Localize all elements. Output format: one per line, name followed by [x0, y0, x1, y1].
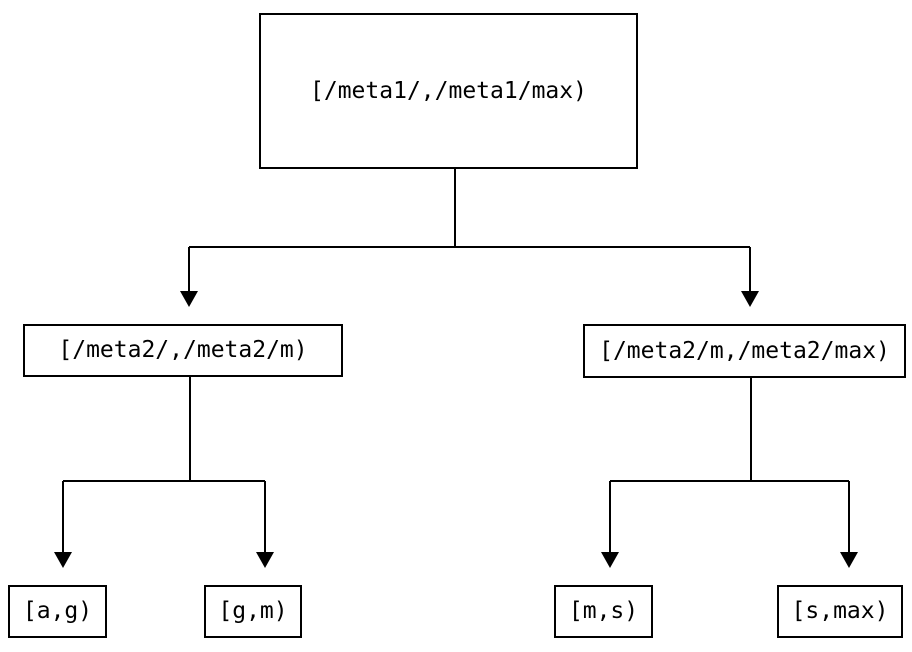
node-right-mid-range: [/meta2/m,/meta2/max) — [583, 324, 906, 378]
arrowheads-level-2-right — [601, 552, 858, 568]
edge-right-children — [609, 378, 850, 553]
node-leaf-s-max: [s,max) — [777, 585, 903, 638]
arrow-down-icon — [840, 552, 858, 568]
node-leaf-m-s: [m,s) — [554, 585, 653, 638]
node-leaf-a-g: [a,g) — [8, 585, 107, 638]
arrow-down-icon — [54, 552, 72, 568]
arrow-down-icon — [601, 552, 619, 568]
arrow-down-icon — [180, 291, 198, 307]
node-root-range: [/meta1/,/meta1/max) — [259, 13, 638, 169]
edge-root-children — [188, 169, 751, 292]
node-leaf-g-m: [g,m) — [204, 585, 302, 638]
edge-left-children — [62, 377, 266, 553]
arrow-down-icon — [256, 552, 274, 568]
arrowheads-level-1 — [180, 291, 759, 307]
node-left-mid-range: [/meta2/,/meta2/m) — [23, 324, 343, 377]
arrow-down-icon — [741, 291, 759, 307]
arrowheads-level-2-left — [54, 552, 274, 568]
